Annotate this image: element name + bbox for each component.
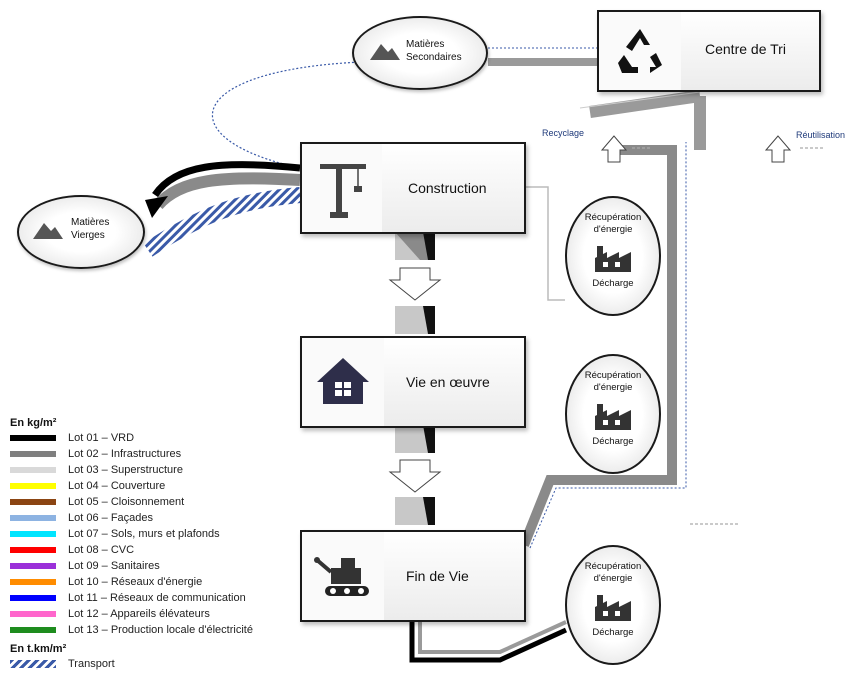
- legend-label: Transport: [68, 658, 115, 670]
- legend-label: Lot 11 – Réseaux de communication: [68, 592, 246, 604]
- factory-icon: [595, 246, 631, 272]
- legend-item: Lot 02 – Infrastructures: [10, 446, 310, 462]
- recup-title-line2: d'énergie: [593, 573, 633, 584]
- legend-label: Lot 09 – Sanitaires: [68, 560, 160, 572]
- recycle-icon: [599, 12, 681, 90]
- up-arrow-icon: [764, 135, 792, 163]
- legend-label: Lot 07 – Sols, murs et plafonds: [68, 528, 220, 540]
- recyclage-label: Recyclage: [542, 128, 585, 138]
- legend-item: Lot 13 – Production locale d'électricité: [10, 622, 310, 638]
- legend-swatch: [10, 595, 56, 601]
- legend-item: Lot 01 – VRD: [10, 430, 310, 446]
- legend-unit-mass: En kg/m²: [10, 417, 57, 429]
- legend-label: Lot 04 – Couverture: [68, 480, 166, 492]
- legend-item: Lot 09 – Sanitaires: [10, 558, 310, 574]
- flow-fin-tri: [519, 145, 677, 547]
- legend-label: Lot 13 – Production locale d'électricité: [68, 624, 253, 636]
- legend-swatch: [10, 451, 56, 457]
- recup-energie-node-3: Récupération d'énergie Décharge: [565, 545, 661, 665]
- legend-unit-transport: En t.km/m²: [10, 643, 67, 655]
- construction-box: Construction: [300, 142, 526, 234]
- flow-construction-vierges-hatch: [143, 187, 301, 257]
- legend-swatch: [10, 563, 56, 569]
- legend-item: Lot 04 – Couverture: [10, 478, 310, 494]
- legend-item: Lot 07 – Sols, murs et plafonds: [10, 526, 310, 542]
- house-icon: [302, 338, 384, 426]
- crane-icon: [302, 144, 382, 232]
- legend-label: Lot 10 – Réseaux d'énergie: [68, 576, 203, 588]
- legend-label: Lot 03 – Superstructure: [68, 464, 183, 476]
- legend-label: Lot 02 – Infrastructures: [68, 448, 182, 460]
- flow-construction-vierges-black: [152, 161, 301, 198]
- legend-label: Lot 12 – Appareils élévateurs: [68, 608, 210, 620]
- vie-en-oeuvre-label: Vie en œuvre: [406, 374, 490, 390]
- excavator-icon: [302, 532, 384, 620]
- decharge-label: Décharge: [592, 436, 634, 447]
- legend-item: Lot 06 – Façades: [10, 510, 310, 526]
- transport-line-secondaires: [211, 61, 363, 169]
- construction-label: Construction: [408, 180, 487, 196]
- legend-item: Lot 10 – Réseaux d'énergie: [10, 574, 310, 590]
- legend-swatch: [10, 499, 56, 505]
- legend-swatch: [10, 515, 56, 521]
- matieres-secondaires-line1: Matières: [406, 39, 445, 50]
- centre-de-tri-box: Centre de Tri: [597, 10, 821, 92]
- fin-de-vie-box: Fin de Vie: [300, 530, 526, 622]
- legend-swatch: [10, 579, 56, 585]
- legend-swatch: [10, 547, 56, 553]
- recup-energie-node-1: Récupération d'énergie Décharge: [565, 196, 661, 316]
- legend-swatch: [10, 627, 56, 633]
- legend-item-transport: Transport: [10, 656, 310, 672]
- decharge-label: Décharge: [592, 278, 634, 289]
- up-arrow-icon: [600, 135, 628, 163]
- mountain-icon: [370, 44, 400, 60]
- legend-label: Lot 05 – Cloisonnement: [68, 496, 185, 508]
- legend-label: Lot 06 – Façades: [68, 512, 154, 524]
- legend-label: Lot 01 – VRD: [68, 432, 135, 444]
- recup-energie-node-2: Récupération d'énergie Décharge: [565, 354, 661, 474]
- legend-swatch: [10, 531, 56, 537]
- legend-swatch: [10, 435, 56, 441]
- recup-title-line2: d'énergie: [593, 224, 633, 235]
- matieres-vierges-line2: Vierges: [71, 230, 105, 241]
- legend-swatch: [10, 611, 56, 617]
- decharge-label: Décharge: [592, 627, 634, 638]
- legend-item: Lot 05 – Cloisonnement: [10, 494, 310, 510]
- factory-icon: [595, 404, 631, 430]
- legend-swatch: [10, 467, 56, 473]
- recup-title-line1: Récupération: [584, 212, 642, 223]
- matieres-secondaires-line2: Secondaires: [406, 52, 462, 63]
- legend-swatch: [10, 483, 56, 489]
- recup-title-line1: Récupération: [584, 370, 642, 381]
- legend-item: Lot 11 – Réseaux de communication: [10, 590, 310, 606]
- line-construction-recup: [524, 186, 565, 301]
- factory-icon: [595, 595, 631, 621]
- legend: En kg/m² Lot 01 – VRD Lot 02 – Infrastruc…: [10, 416, 310, 672]
- legend-item: Lot 03 – Superstructure: [10, 462, 310, 478]
- recup-title-line1: Récupération: [584, 561, 642, 572]
- legend-item: Lot 08 – CVC: [10, 542, 310, 558]
- flow-fin-decharge: [409, 600, 568, 663]
- mountain-icon: [33, 223, 63, 239]
- matieres-vierges-line1: Matières: [71, 217, 110, 228]
- fin-de-vie-label: Fin de Vie: [406, 568, 469, 584]
- legend-label: Lot 08 – CVC: [68, 544, 135, 556]
- centre-de-tri-label: Centre de Tri: [705, 41, 786, 57]
- reutilisation-label: Réutilisation: [796, 130, 846, 140]
- recup-title-line2: d'énergie: [593, 382, 633, 393]
- legend-item: Lot 12 – Appareils élévateurs: [10, 606, 310, 622]
- matieres-vierges-node: Matières Vierges: [17, 195, 145, 269]
- vie-en-oeuvre-box: Vie en œuvre: [300, 336, 526, 428]
- matieres-secondaires-node: Matières Secondaires: [352, 16, 488, 90]
- legend-swatch-transport: [10, 660, 56, 668]
